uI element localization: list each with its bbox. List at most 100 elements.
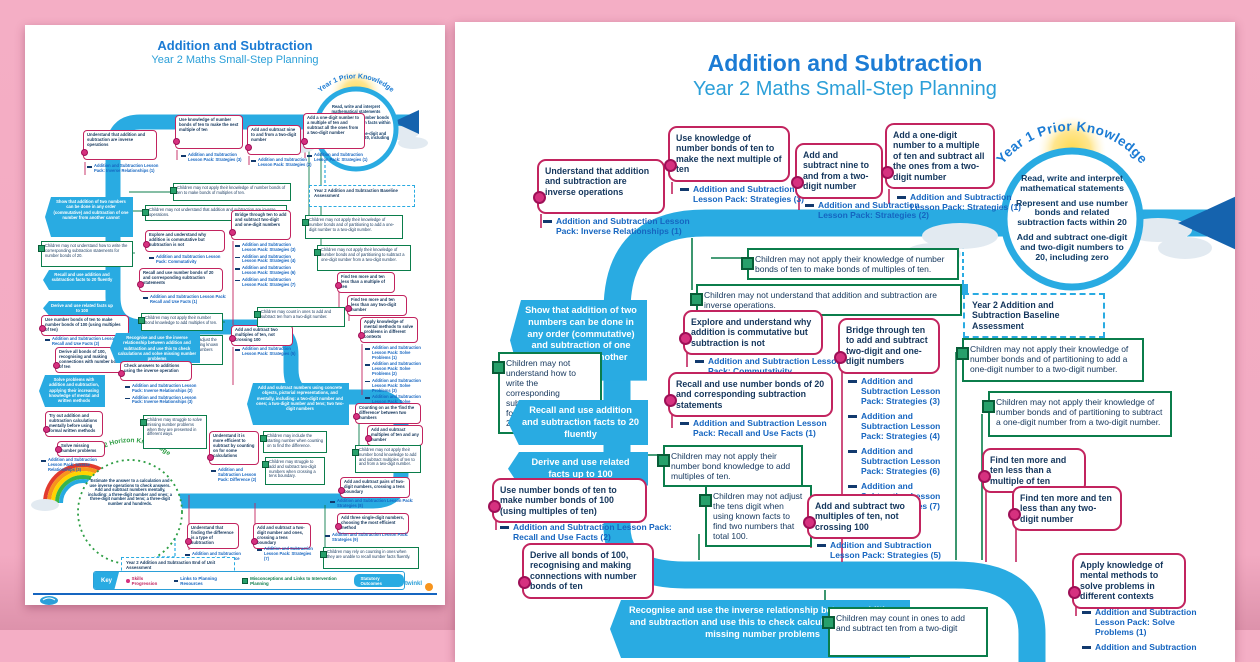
page-subtitle: Year 2 Maths Small-Step Planning [693, 78, 997, 100]
link-tick-icon [330, 501, 335, 503]
skill-step-box: Add three single-digit numbers, choosing… [335, 513, 409, 534]
skill-step-box: Explore and understand why addition is c… [679, 310, 823, 356]
link-tick-icon [185, 554, 190, 556]
lesson-pack-links: Addition and Subtraction Lesson Pack: St… [251, 157, 313, 174]
lesson-pack-links: Addition and Subtraction Lesson Pack: St… [257, 546, 315, 563]
lesson-pack-link-label: Addition and Subtraction Lesson Pack: In… [556, 216, 690, 237]
lesson-pack-link-label: Addition and Subtraction Lesson Pack: So… [372, 377, 421, 393]
skill-step-box: Explore and understand why addition is c… [143, 230, 225, 252]
lesson-pack-links: Addition and Subtraction Lesson Pack: In… [543, 216, 711, 250]
lesson-pack-link-label: Addition and Subtraction Lesson Pack: St… [861, 376, 941, 407]
lesson-pack-link-label: Addition and Subtraction Lesson Pack: St… [818, 200, 930, 221]
skill-step-box: Try out addition and subtraction calcula… [43, 411, 103, 437]
skill-step-box: Recall and use number bonds of 20 and co… [137, 268, 223, 292]
lesson-pack-link: Addition and Subtraction Lesson Pack: St… [307, 152, 369, 163]
key-item-dot: Skills Progression [126, 576, 167, 586]
lesson-pack-links: Addition and Subtraction Lesson Pack: In… [87, 163, 169, 180]
skill-step-box: Add and subtract pairs of two-digit numb… [338, 477, 410, 498]
link-tick-icon [365, 364, 370, 366]
statutory-step-banner: Add and subtract numbers using concrete … [247, 383, 349, 425]
link-tick-icon [181, 155, 186, 157]
link-tick-icon [149, 257, 154, 259]
knowledge-statement: Represent and use number bonds and relat… [1015, 197, 1128, 228]
skill-step-box: Add and subtract two multiples of ten, n… [803, 494, 921, 540]
page-title: Addition and Subtraction [157, 38, 313, 53]
link-tick-icon [211, 470, 216, 472]
lesson-pack-link: Addition and Subtraction [1082, 642, 1214, 652]
skill-step-box: Use knowledge of number bonds of ten to … [173, 115, 243, 149]
link-tick-icon [897, 196, 906, 199]
lesson-pack-link: Addition and Subtraction Lesson Pack: St… [257, 546, 315, 561]
prior-knowledge-statements: Read, write and interpret mathematical s… [1015, 173, 1129, 268]
statutory-step-banner: Recall and use addition and subtraction … [508, 400, 648, 446]
brand-wordmark: twinkl [405, 581, 423, 587]
lesson-pack-link-label: Addition and Subtraction Lesson Pack: In… [132, 383, 197, 393]
lesson-pack-link: Addition and Subtraction Lesson Pack: St… [251, 157, 313, 168]
lesson-pack-link-label: Addition and Subtraction Lesson Pack: St… [242, 276, 296, 287]
link-tick-icon [365, 397, 370, 399]
lesson-pack-link: Addition and Subtraction Lesson Pack: In… [543, 216, 711, 236]
cloud-icon [31, 499, 59, 511]
skill-step-box: Use knowledge of number bonds of ten to … [664, 126, 790, 182]
misconception-box: Children may not apply their knowledge o… [170, 183, 291, 201]
lesson-pack-link: Addition and Subtraction Lesson Pack: St… [325, 532, 417, 543]
lesson-pack-link-label: Addition and Subtraction Lesson Pack: St… [314, 152, 368, 162]
lesson-pack-link-label: Addition and Subtraction Lesson Pack: So… [372, 345, 421, 360]
lesson-pack-link-label: Addition and Subtraction Lesson Pack: Di… [218, 467, 257, 482]
skill-step-box: Counting on as the 'find the difference'… [353, 403, 421, 424]
skill-step-box: Add a one-digit number to a multiple of … [881, 123, 995, 189]
lesson-pack-link-label: Addition and Subtraction Lesson Pack: St… [861, 411, 941, 442]
skill-step-box: Add a one-digit number to a multiple of … [301, 113, 365, 149]
lesson-pack-link: Addition and Subtraction Lesson Pack: St… [235, 276, 299, 288]
knowledge-statement: Add and subtract one-digit and two-digit… [1016, 232, 1128, 262]
page-subtitle: Year 2 Maths Small-Step Planning [151, 54, 319, 66]
lesson-pack-link-label: Addition and Subtraction Lesson Pack: St… [693, 184, 805, 205]
lesson-pack-link-label: Addition and Subtraction Lesson Pack: St… [332, 532, 409, 542]
skill-connector-lines [495, 182, 1077, 616]
lesson-pack-link-label: Addition and Subtraction Lesson Pack: So… [372, 361, 421, 377]
prior-knowledge-circle [1000, 147, 1144, 291]
skill-step-box: Derive all bonds of 100, recognising and… [518, 543, 654, 599]
lesson-pack-link: Addition and Subtraction Lesson Pack: Re… [45, 336, 131, 347]
lesson-pack-links: Addition and Subtraction Lesson Pack: Re… [45, 336, 131, 351]
lesson-pack-link-label: Addition and Subtraction Lesson Pack: Re… [693, 418, 827, 439]
statutory-outcomes-pill: Statutory Outcomes [354, 574, 404, 587]
misconception-box: Children may not understand how to write… [38, 241, 133, 267]
lesson-pack-link: Addition and Subtraction Lesson Pack: St… [848, 411, 960, 441]
lesson-pack-link-label: Addition and Subtraction Lesson Pack: In… [132, 394, 197, 405]
lesson-pack-link: Addition and Subtraction Lesson Pack: Re… [143, 294, 227, 305]
prior-knowledge-arrow-icon [393, 110, 419, 134]
skill-step-box: Understand that addition and subtraction… [81, 130, 157, 160]
lesson-pack-links: Addition and Subtraction Lesson Pack: St… [181, 152, 247, 169]
lesson-pack-links: Addition and Subtraction Lesson Pack: Co… [149, 254, 225, 269]
link-tick-icon [45, 339, 50, 341]
misconception-box: Children may not apply their knowledge o… [982, 391, 1172, 437]
skill-step-box: Understand that addition and subtraction… [533, 159, 665, 214]
lesson-pack-links: Addition and Subtraction Lesson Pack: So… [365, 345, 423, 412]
skill-step-box: Check answers to additions using the inv… [118, 361, 192, 381]
lesson-pack-link-label: Addition and Subtraction Lesson Pack: In… [94, 163, 159, 173]
misconception-box: Children may not apply their knowledge o… [314, 245, 411, 271]
skill-step-box: Add and subtract multiples of ten and an… [365, 425, 423, 446]
lesson-pack-link: Addition and Subtraction Lesson Pack: So… [365, 361, 423, 377]
link-tick-icon [235, 279, 240, 282]
statutory-step-banner: Recognise and use the inverse relationsh… [110, 333, 200, 364]
lesson-pack-link: Addition and Subtraction Lesson Pack: In… [125, 394, 205, 406]
lesson-pack-links: Addition and Subtraction Lesson Pack: St… [235, 346, 297, 361]
link-tick-icon [848, 415, 857, 419]
lesson-pack-link: Addition and Subtraction Lesson Pack: Re… [680, 418, 848, 438]
misconception-box: Children may not apply their knowledge o… [302, 215, 403, 239]
skill-step-box: Recall and use number bonds of 20 and co… [664, 372, 833, 418]
misconception-box: Children may not apply their number bond… [352, 445, 421, 473]
link-tick-icon [125, 386, 130, 388]
link-tick-icon [817, 544, 826, 547]
link-tick-icon [307, 155, 312, 157]
misconception-box: Children may not apply their number bond… [138, 313, 223, 331]
skill-step-box: Solve missing number problems [55, 441, 105, 457]
link-tick-icon [848, 485, 857, 489]
lesson-pack-link-label: Addition and Subtraction Lesson Pack: St… [242, 346, 296, 356]
lesson-pack-link-label: Addition and Subtraction Lesson Pack: So… [1095, 607, 1197, 638]
lesson-pack-link: Addition and Subtraction Lesson Pack: Di… [211, 467, 263, 482]
knowledge-statement: Read, write and interpret mathematical s… [1020, 173, 1124, 193]
key-square-icon [242, 577, 249, 584]
